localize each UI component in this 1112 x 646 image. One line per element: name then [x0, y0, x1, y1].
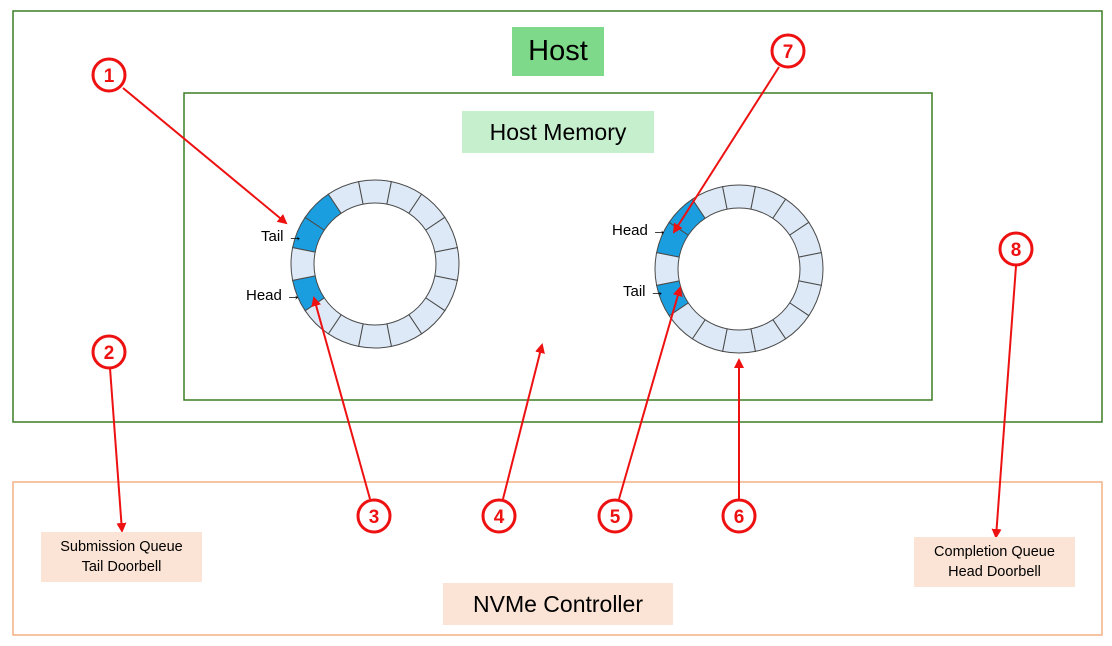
- arrow-1: [122, 87, 288, 225]
- marker-6-label: 6: [734, 507, 745, 528]
- controller-title: NVMe Controller: [443, 583, 673, 625]
- sq-head-pointer-label: Head →: [246, 287, 301, 304]
- marker-7-label: 7: [783, 42, 794, 63]
- cq-tail-text: Tail: [623, 283, 646, 300]
- sq-ring-slot: [358, 323, 392, 349]
- marker-8: 8: [998, 231, 1034, 267]
- completion-queue-ring: [654, 184, 824, 354]
- submission-queue-tail-doorbell: Submission Queue Tail Doorbell: [41, 532, 202, 582]
- cq-tail-pointer-label: Tail →: [623, 283, 665, 300]
- marker-7: 7: [770, 33, 806, 69]
- marker-8-label: 8: [1011, 240, 1022, 261]
- submission-queue-ring: [290, 179, 460, 349]
- sq-doorbell-line1: Submission Queue: [60, 539, 183, 555]
- controller-box: [12, 481, 1103, 636]
- arrow-7: [672, 66, 780, 234]
- sq-tail-text: Tail: [261, 228, 284, 245]
- marker-3: 3: [356, 498, 392, 534]
- host-memory-title: Host Memory: [462, 111, 654, 153]
- host-memory-box: [183, 92, 933, 401]
- cq-head-arrow-icon: →: [652, 222, 668, 239]
- annotation-arrows: [109, 66, 1017, 539]
- cq-ring-slot: [722, 328, 756, 354]
- sq-head-text: Head: [246, 287, 282, 304]
- cq-tail-arrow-icon: →: [649, 283, 665, 300]
- sq-ring-slot: [358, 179, 392, 205]
- host-title: Host: [512, 27, 604, 76]
- host-box: [12, 10, 1103, 423]
- sq-tail-arrow-icon: →: [287, 228, 303, 245]
- marker-1-label: 1: [104, 66, 115, 87]
- cq-head-pointer-label: Head →: [612, 222, 667, 239]
- arrow-8: [991, 265, 1017, 539]
- marker-1: 1: [91, 57, 127, 93]
- marker-2-label: 2: [104, 343, 115, 364]
- marker-3-label: 3: [369, 507, 380, 528]
- cq-ring-slot: [798, 252, 824, 286]
- cq-ring-slot: [654, 252, 680, 286]
- marker-5-label: 5: [610, 507, 621, 528]
- cq-doorbell-line2: Head Doorbell: [948, 564, 1041, 580]
- host-memory-title-text: Host Memory: [489, 118, 627, 145]
- marker-5: 5: [597, 498, 633, 534]
- marker-2: 2: [91, 334, 127, 370]
- cq-head-text: Head: [612, 222, 648, 239]
- arrow-4: [502, 343, 545, 500]
- cq-ring-slot: [722, 184, 756, 210]
- sq-tail-pointer-label: Tail →: [261, 228, 303, 245]
- host-title-text: Host: [528, 35, 588, 67]
- marker-6: 6: [721, 498, 757, 534]
- marker-4: 4: [481, 498, 517, 534]
- sq-doorbell-line2: Tail Doorbell: [81, 559, 162, 575]
- cq-doorbell-line1: Completion Queue: [934, 544, 1055, 560]
- arrow-3: [311, 296, 371, 500]
- sq-ring-slot: [434, 247, 460, 281]
- completion-queue-head-doorbell: Completion Queue Head Doorbell: [914, 537, 1075, 587]
- arrow-5: [618, 286, 683, 500]
- sq-head-arrow-icon: →: [286, 287, 302, 304]
- marker-4-label: 4: [494, 507, 505, 528]
- sq-ring-slot: [290, 247, 316, 281]
- controller-title-text: NVMe Controller: [473, 590, 643, 617]
- arrow-2: [109, 367, 127, 533]
